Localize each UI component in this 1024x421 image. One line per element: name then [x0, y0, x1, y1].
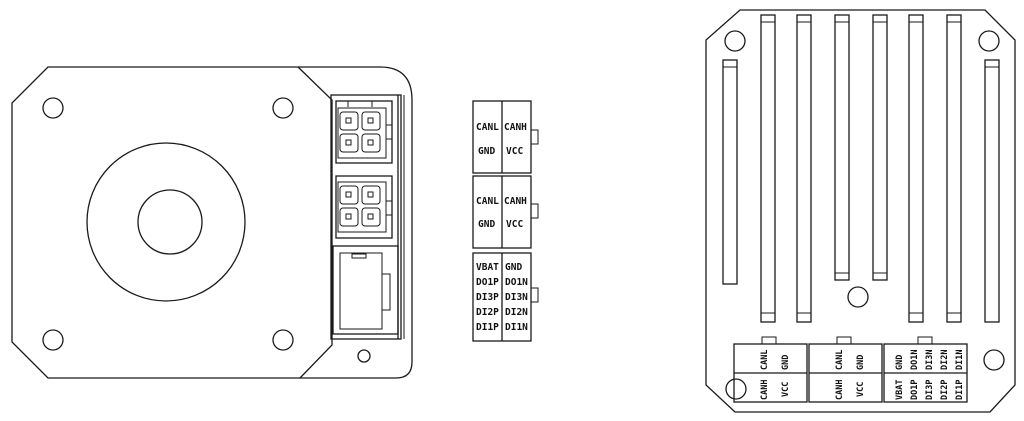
heatsink-hole-tr — [978, 30, 1000, 52]
small-hole — [357, 349, 371, 363]
io-left-4: DI1P — [476, 322, 499, 333]
rv-io-di2p: DI2P — [940, 380, 950, 400]
heatsink-hole-center — [847, 286, 869, 308]
rv-io-do1p: DO1P — [910, 380, 920, 400]
heatsink-connector-panel: CANL CANH GND VCC CANL CANH GND VCC GND … — [733, 336, 968, 403]
can-connector-1-side — [335, 100, 393, 164]
motor-shaft-hole — [137, 189, 203, 255]
io-left-0: VBAT — [476, 262, 499, 273]
io-connector-side — [332, 245, 399, 335]
mount-hole-tr — [272, 97, 294, 119]
rv-io-di3p: DI3P — [925, 380, 935, 400]
heatsink-hole-tl — [724, 30, 746, 52]
fin-2 — [760, 14, 776, 323]
motor-front-view — [11, 66, 413, 379]
fin-1 — [722, 59, 738, 285]
io-block-key — [530, 287, 539, 303]
io-left-2: DI3P — [476, 292, 499, 303]
can2-vcc-label: VCC — [506, 219, 523, 230]
rv-io-di2n: DI2N — [940, 350, 950, 370]
motor-plate-outline — [11, 66, 413, 379]
mount-hole-bl — [42, 329, 64, 351]
rv-io-di3n: DI3N — [925, 350, 935, 370]
fin-8 — [984, 59, 1000, 323]
motor-boss — [86, 142, 246, 302]
rv-can2-vcc: VCC — [856, 382, 866, 397]
heatsink-back-view: CANL CANH GND VCC CANL CANH GND VCC GND … — [705, 9, 1016, 413]
heatsink-hole-bl — [725, 378, 747, 400]
can2-gnd-label: GND — [478, 219, 495, 230]
io-left-3: DI2P — [476, 307, 499, 318]
pinout-diagram: CANL CANH GND VCC CANL CANH GND VCC VBAT… — [472, 100, 539, 342]
rv-io-gnd: GND — [895, 355, 905, 370]
io-right-2: DI3N — [505, 292, 528, 303]
mount-hole-tl — [42, 97, 64, 119]
heatsink-hole-br — [983, 349, 1005, 371]
rv-io-di1p: DI1P — [955, 380, 965, 400]
fin-5 — [872, 14, 888, 281]
rv-can2-canl: CANL — [835, 350, 845, 370]
rv-io-do1n: DO1N — [910, 350, 920, 370]
fin-4 — [834, 14, 850, 281]
can1-gnd-label: GND — [478, 146, 495, 157]
can-block-1-key — [530, 129, 539, 145]
rv-can1-canh: CANH — [760, 380, 770, 400]
can1-canh-label: CANH — [504, 122, 527, 133]
can1-vcc-label: VCC — [506, 146, 523, 157]
rv-can2-canh: CANH — [835, 380, 845, 400]
rv-can1-gnd: GND — [781, 355, 791, 370]
heatsink-outline — [705, 9, 1016, 413]
io-right-0: GND — [505, 262, 522, 273]
rv-io-vbat: VBAT — [895, 380, 905, 400]
fin-6 — [908, 14, 924, 323]
fin-3 — [796, 14, 812, 323]
rv-can1-canl: CANL — [760, 350, 770, 370]
can-connector-2-side — [335, 175, 393, 239]
io-right-4: DI1N — [505, 322, 528, 333]
connector-housing — [330, 94, 402, 340]
rv-can2-gnd: GND — [856, 355, 866, 370]
can-block-2-key — [530, 203, 539, 219]
can2-canh-label: CANH — [504, 196, 527, 207]
fin-7 — [946, 14, 962, 323]
io-right-3: DI2N — [505, 307, 528, 318]
motor-flange-edge — [297, 66, 333, 379]
mount-hole-br — [272, 329, 294, 351]
io-left-1: DO1P — [476, 277, 499, 288]
rv-io-di1n: DI1N — [955, 350, 965, 370]
can1-canl-label: CANL — [476, 122, 499, 133]
heatsink-fins — [722, 14, 1000, 323]
can2-canl-label: CANL — [476, 196, 499, 207]
io-right-1: DO1N — [505, 277, 528, 288]
rv-can1-vcc: VCC — [781, 382, 791, 397]
